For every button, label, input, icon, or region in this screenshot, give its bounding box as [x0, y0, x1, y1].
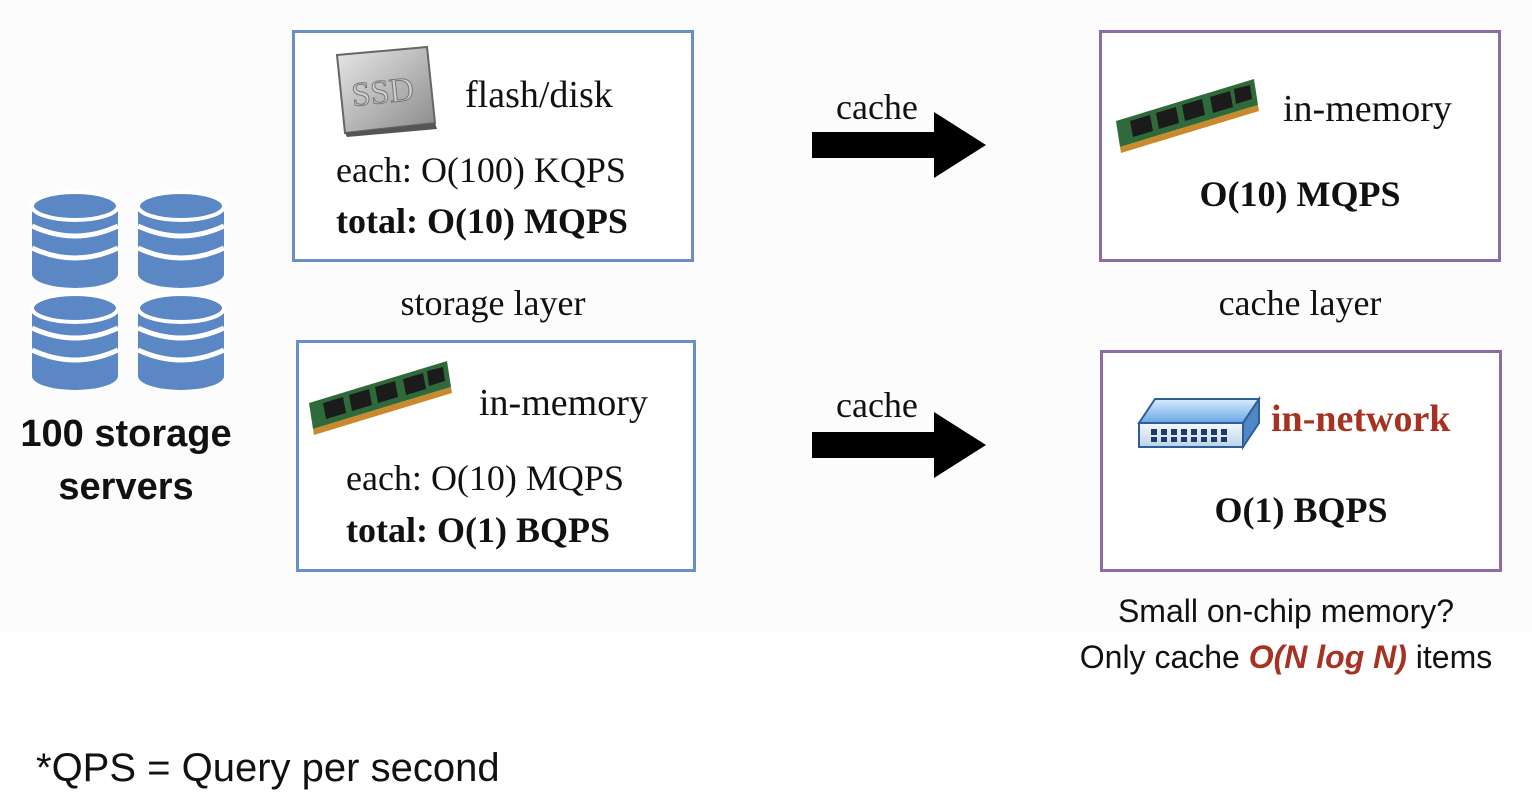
- cache-layer-label: cache layer: [1218, 283, 1382, 323]
- cache-network-box: in-network O(1) BQPS: [1100, 350, 1502, 572]
- storage-memory-title: in-memory: [479, 382, 648, 424]
- flash-each-throughput: each: O(100) KQPS: [336, 150, 626, 190]
- right-arrow-icon: [812, 112, 986, 178]
- right-arrow-icon: [812, 412, 986, 478]
- note-line2: Only cache O(N log N) items: [1040, 634, 1532, 680]
- servers-label-line2: servers: [58, 466, 194, 508]
- storage-layer-label: storage layer: [400, 283, 586, 323]
- storage-flash-box: SSD flash/disk each: O(100) KQPS total: …: [292, 30, 694, 262]
- flash-total-throughput: total: O(10) MQPS: [336, 201, 628, 241]
- ram-module-icon: [1116, 79, 1259, 153]
- memory-each-throughput: each: O(10) MQPS: [346, 458, 624, 498]
- servers-label-line1: 100 storage: [20, 413, 232, 455]
- note-line1: Small on-chip memory?: [1117, 593, 1455, 629]
- storage-memory-box: in-memory each: O(10) MQPS total: O(1) B…: [296, 340, 696, 572]
- network-switch-icon: [1137, 395, 1261, 451]
- cache-memory-title: in-memory: [1283, 88, 1452, 130]
- memory-total-throughput: total: O(1) BQPS: [346, 510, 610, 550]
- cache-network-throughput: O(1) BQPS: [1214, 490, 1388, 530]
- flash-disk-title: flash/disk: [465, 74, 613, 116]
- ssd-icon: SSD: [335, 45, 437, 137]
- complexity-highlight: O(N log N): [1248, 639, 1407, 675]
- cache-arrow-bottom-label: cache: [836, 385, 918, 425]
- ram-module-icon: [309, 361, 452, 435]
- note-line2-suffix: items: [1406, 639, 1493, 675]
- in-network-title: in-network: [1271, 398, 1451, 440]
- servers-label: 100 storage servers: [0, 408, 252, 514]
- qps-footnote: *QPS = Query per second: [36, 746, 500, 790]
- cache-memory-box: in-memory O(10) MQPS: [1099, 30, 1501, 262]
- cache-arrow-top-label: cache: [836, 87, 918, 127]
- note-line2-prefix: Only cache: [1079, 639, 1249, 675]
- svg-text:SSD: SSD: [350, 71, 416, 114]
- database-stack-icon: [30, 190, 230, 395]
- cache-memory-throughput: O(10) MQPS: [1199, 174, 1401, 214]
- on-chip-memory-note: Small on-chip memory? Only cache O(N log…: [1040, 588, 1532, 680]
